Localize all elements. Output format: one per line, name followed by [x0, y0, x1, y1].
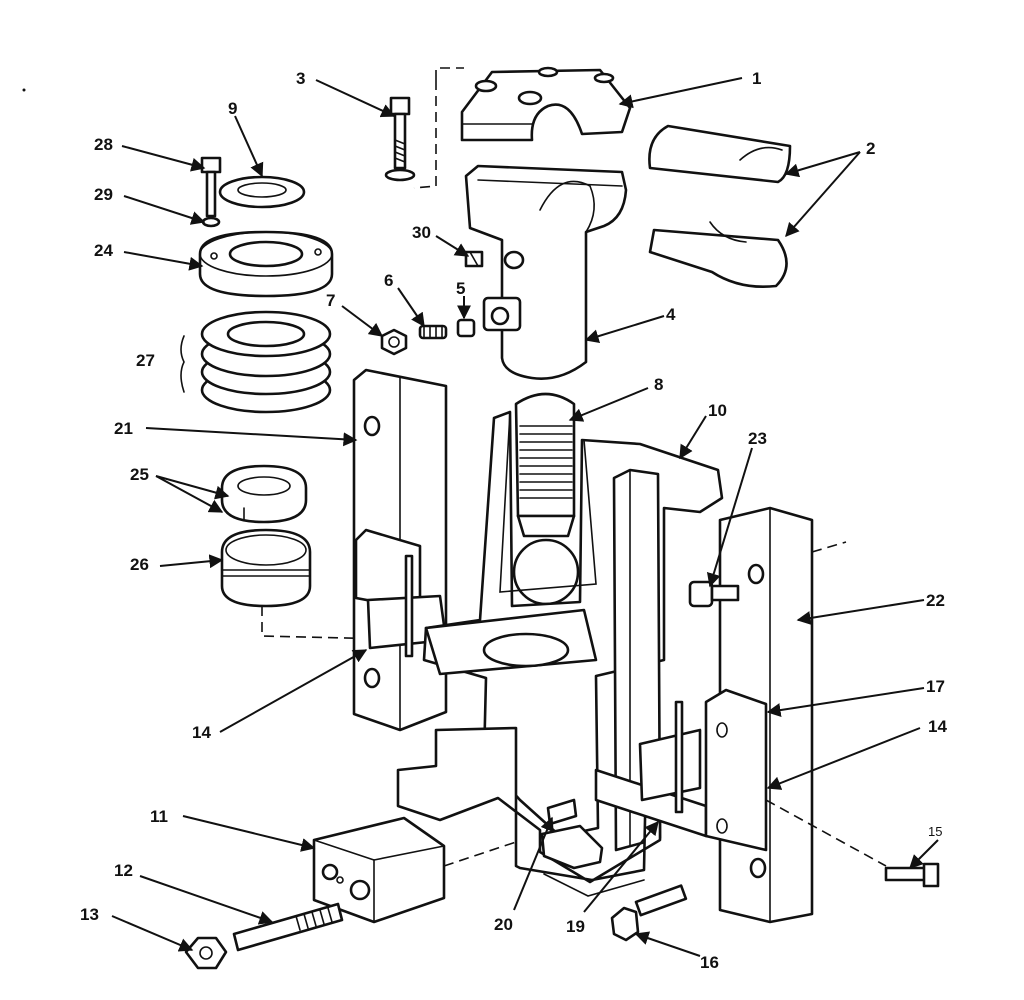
part-27-shim-stack [180, 310, 332, 414]
part-17-right-block [638, 688, 768, 852]
callout-5: 5 [456, 279, 465, 298]
callout-14-right: 14 [928, 717, 947, 736]
leader-lines [111, 77, 939, 957]
callout-20: 20 [494, 915, 513, 934]
part-5-pin [456, 318, 476, 338]
part-13-hex-nut [184, 936, 228, 970]
callout-17: 17 [926, 677, 945, 696]
part-4-t-housing [464, 164, 628, 380]
callout-labels: 1 2 3 4 5 6 7 8 9 10 11 12 13 14 14 15 1… [80, 69, 947, 972]
callout-14-left: 14 [192, 723, 211, 742]
callout-21: 21 [114, 419, 133, 438]
callout-27: 27 [136, 351, 155, 370]
part-23-cap-screw [688, 580, 740, 608]
part-1-clamp-cap [460, 66, 632, 142]
callout-11: 11 [150, 807, 168, 826]
part-28-screw [200, 156, 222, 218]
part-12-long-bolt [232, 902, 344, 952]
callout-1: 1 [752, 69, 761, 88]
callout-13: 13 [80, 905, 99, 924]
part-29-lock-washer [201, 216, 221, 228]
callout-4: 4 [666, 305, 676, 324]
callout-30: 30 [412, 223, 431, 242]
callout-28: 28 [94, 135, 113, 154]
callout-10: 10 [708, 401, 727, 420]
callout-23: 23 [748, 429, 767, 448]
callout-29: 29 [94, 185, 113, 204]
part-11-clamp-block [312, 816, 517, 924]
part-2-bushing-halves [648, 124, 792, 288]
callout-26: 26 [130, 555, 149, 574]
part-25-split-ring [220, 464, 308, 524]
callout-24: 24 [94, 241, 113, 260]
callout-3: 3 [296, 69, 305, 88]
callout-12: 12 [114, 861, 133, 880]
callout-6: 6 [384, 271, 393, 290]
callout-19: 19 [566, 917, 585, 936]
callout-22: 22 [926, 591, 945, 610]
part-15-bolt [765, 799, 940, 888]
part-7-nut [380, 328, 408, 356]
part-26-bearing [220, 528, 431, 641]
part-3-bolt [384, 67, 464, 189]
part-6-spring [418, 324, 448, 340]
callout-15: 15 [928, 824, 942, 839]
part-30-grease-fitting [464, 250, 484, 268]
callout-25: 25 [130, 465, 149, 484]
callout-7: 7 [326, 291, 335, 310]
callout-9: 9 [228, 99, 237, 118]
callout-16: 16 [700, 953, 719, 972]
part-8-ball-stud [512, 392, 580, 606]
part-9-thrust-washer [218, 175, 306, 209]
part-24-flange [198, 230, 334, 298]
callout-2: 2 [866, 139, 875, 158]
callout-8: 8 [654, 375, 663, 394]
part-16-bolt [610, 884, 688, 942]
